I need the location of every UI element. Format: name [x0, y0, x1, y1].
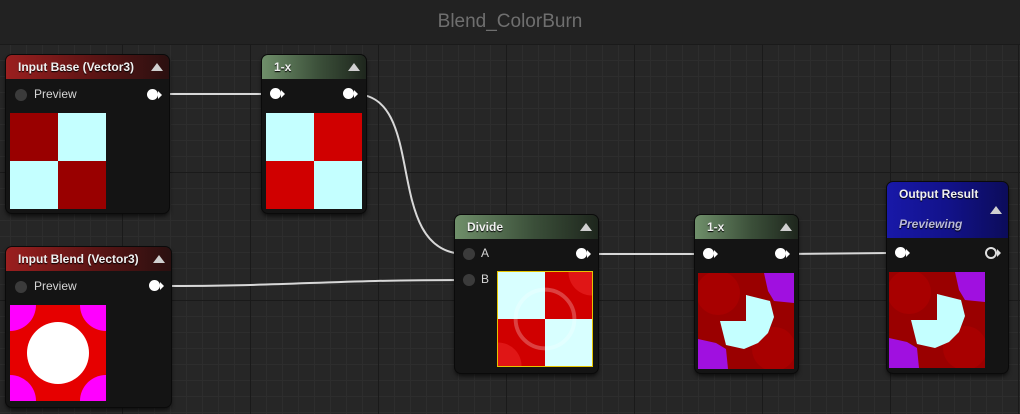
node-header[interactable]: 1-x: [262, 55, 366, 79]
node-input-base[interactable]: Input Base (Vector3) Preview: [6, 55, 169, 213]
input-pin[interactable]: [895, 247, 910, 259]
input-pin-a[interactable]: [463, 248, 475, 260]
node-title: Input Blend (Vector3): [18, 252, 139, 266]
output-pin[interactable]: [149, 280, 164, 292]
input-pin[interactable]: [15, 89, 27, 101]
collapse-arrow-icon[interactable]: [580, 223, 592, 231]
node-title: Divide: [467, 220, 504, 234]
node-title: 1-x: [274, 60, 292, 74]
node-divide[interactable]: Divide A B: [455, 215, 598, 373]
wire-one-minus-to-divide-a[interactable]: [353, 93, 467, 255]
output-pin[interactable]: [343, 88, 358, 100]
pin-label: Preview: [34, 87, 77, 101]
node-title: Output Result: [899, 187, 979, 201]
node-output-result[interactable]: Output Result Previewing: [887, 182, 1008, 373]
node-header[interactable]: Input Base (Vector3): [6, 55, 169, 79]
input-pin-b[interactable]: [463, 274, 475, 286]
output-pin[interactable]: [576, 248, 591, 260]
wire-one-minus-to-output[interactable]: [785, 252, 897, 255]
node-header[interactable]: Divide: [455, 215, 598, 239]
input-pin[interactable]: [15, 281, 27, 293]
pin-label-b: B: [481, 272, 490, 286]
output-pin[interactable]: [775, 248, 790, 260]
collapse-arrow-icon[interactable]: [990, 206, 1002, 214]
collapse-arrow-icon[interactable]: [153, 255, 165, 263]
preview-image: [10, 113, 106, 209]
output-pattern: [889, 272, 985, 368]
output-pin[interactable]: [985, 247, 1001, 259]
node-title: 1-x: [707, 220, 725, 234]
node-subtitle: Previewing: [899, 217, 963, 231]
wire-blend-to-divide-b[interactable]: [159, 279, 467, 287]
graph-title: Blend_ColorBurn: [0, 0, 1020, 45]
node-title: Input Base (Vector3): [18, 60, 135, 74]
pin-label-a: A: [481, 246, 490, 260]
node-header[interactable]: Input Blend (Vector3): [6, 247, 171, 271]
input-pin[interactable]: [703, 248, 718, 260]
input-pin[interactable]: [270, 88, 285, 100]
pin-label: Preview: [34, 279, 77, 293]
collapse-arrow-icon[interactable]: [780, 223, 792, 231]
node-input-blend[interactable]: Input Blend (Vector3) Preview: [6, 247, 171, 407]
node-one-minus-top[interactable]: 1-x: [262, 55, 366, 213]
preview-image: [698, 273, 794, 369]
result-pattern: [698, 273, 794, 369]
preview-image: [10, 305, 106, 401]
preview-image: [266, 113, 362, 209]
output-pin[interactable]: [147, 89, 162, 101]
collapse-arrow-icon[interactable]: [151, 63, 163, 71]
node-header[interactable]: Output Result Previewing: [887, 182, 1008, 238]
divide-pattern: [498, 272, 592, 366]
preview-image: [497, 271, 593, 367]
preview-image: [889, 272, 985, 368]
collapse-arrow-icon[interactable]: [348, 63, 360, 71]
node-one-minus-right[interactable]: 1-x: [695, 215, 798, 373]
node-header[interactable]: 1-x: [695, 215, 798, 239]
blend-pattern: [10, 305, 106, 401]
